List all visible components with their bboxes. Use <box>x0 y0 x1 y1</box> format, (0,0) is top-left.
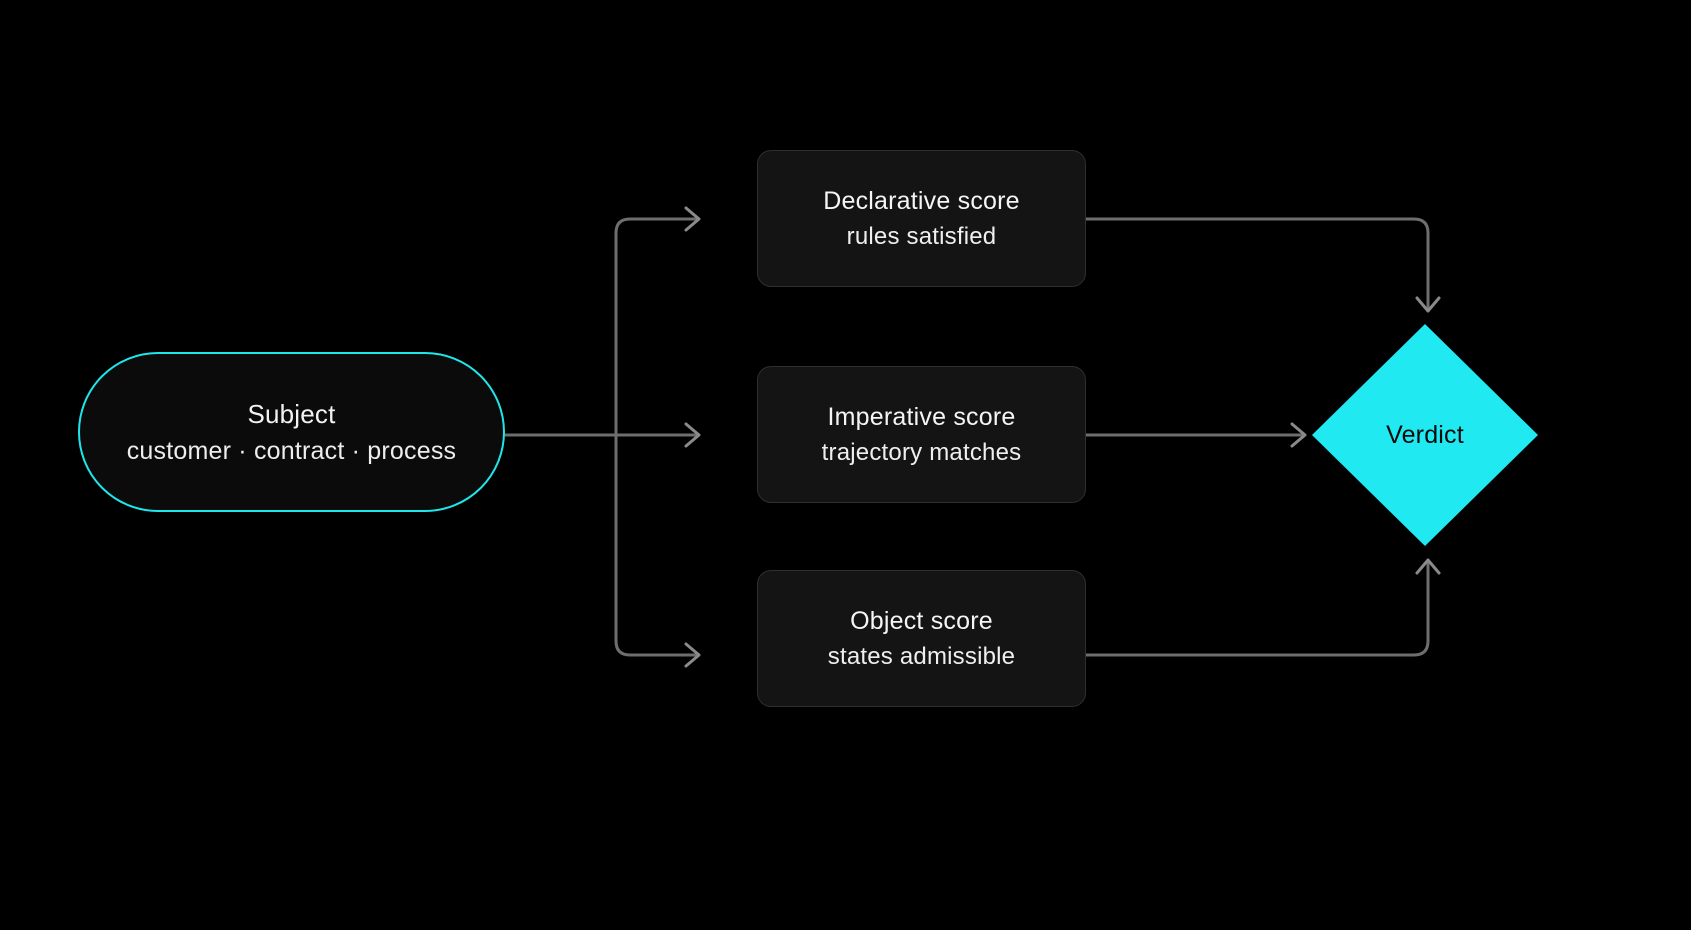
node-object-score[interactable]: Object score states admissible <box>757 570 1086 707</box>
node-verdict-label: Verdict <box>1386 420 1464 449</box>
arrowhead-to-declarative <box>684 206 701 232</box>
node-subject-title: Subject <box>247 398 336 429</box>
arrowhead-verdict-left <box>1290 422 1307 448</box>
edge-subject-to-object <box>614 433 699 657</box>
node-imperative-title: Imperative score <box>827 402 1016 431</box>
node-subject-subtitle: customer · contract · process <box>126 436 457 465</box>
arrowhead-to-object <box>684 642 701 668</box>
arrowhead-to-imperative <box>684 422 701 448</box>
arrowhead-verdict-top <box>1415 296 1441 313</box>
node-verdict[interactable]: Verdict <box>1312 324 1538 546</box>
arrowhead-verdict-bottom <box>1415 558 1441 575</box>
edge-declarative-to-verdict <box>1084 217 1430 311</box>
node-declarative-title: Declarative score <box>823 186 1020 215</box>
node-subject[interactable]: Subject customer · contract · process <box>78 352 505 512</box>
node-declarative-score[interactable]: Declarative score rules satisfied <box>757 150 1086 287</box>
edge-subject-to-declarative <box>614 217 699 437</box>
node-imperative-subtitle: trajectory matches <box>821 438 1022 466</box>
node-declarative-subtitle: rules satisfied <box>846 222 997 250</box>
node-object-subtitle: states admissible <box>827 642 1016 670</box>
node-object-title: Object score <box>850 606 993 635</box>
edge-object-to-verdict <box>1084 560 1430 657</box>
node-imperative-score[interactable]: Imperative score trajectory matches <box>757 366 1086 503</box>
